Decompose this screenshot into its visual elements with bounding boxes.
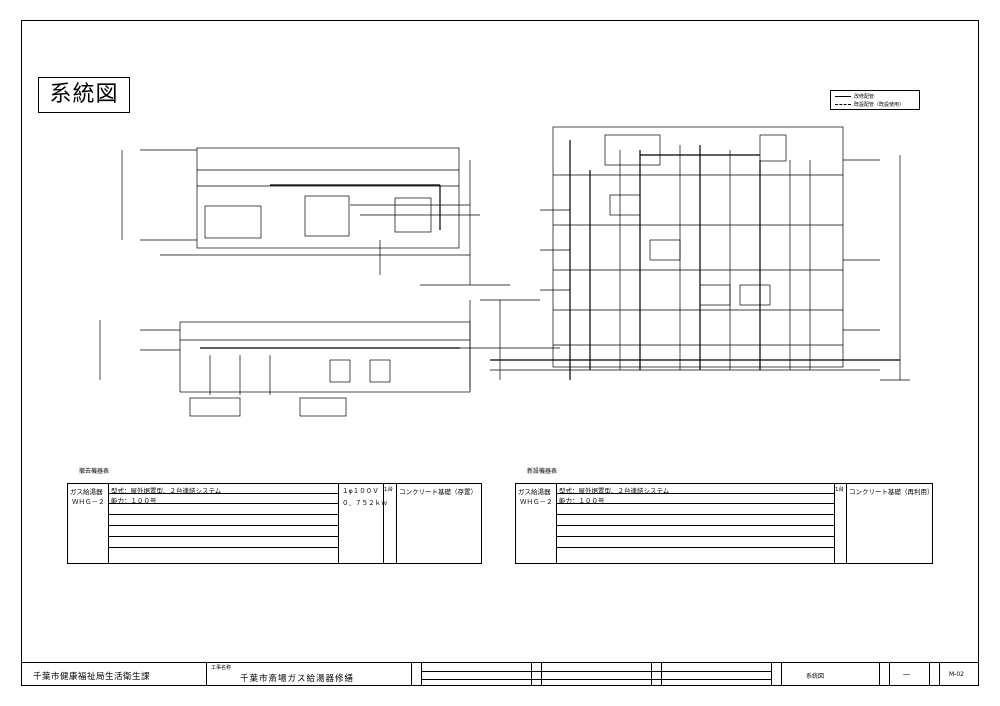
sheet-number: M-02 <box>949 671 964 678</box>
removed-name: ガス給湯器 <box>70 488 103 496</box>
new-qty: 1台 <box>835 487 844 493</box>
removed-equipment-table: ガス給湯器 ＷＨＧ－２ 型式：屋外据置型、２台連結システム 能力：１００号 １φ… <box>67 483 482 564</box>
removed-power: １φ１００Ｖ <box>342 487 379 495</box>
drawing-title: 系統図 <box>38 77 130 113</box>
legend-row-existing: 改修配管 <box>835 93 874 100</box>
removed-code: ＷＨＧ－２ <box>72 498 105 506</box>
organization-name: 千葉市健康福祉局生活衛生課 <box>33 672 151 682</box>
removed-table-caption: 撤去機器表 <box>79 468 110 475</box>
new-capacity: 能力：１００号 <box>559 497 605 505</box>
removed-kw: ０．７５２ｋｗ <box>342 499 388 507</box>
title-block: 千葉市健康福祉局生活衛生課 工事名称 千葉市斎場ガス給湯器修繕 系統図 ― M-… <box>21 662 979 686</box>
removed-type: 型式：屋外据置型、２台連結システム <box>111 487 222 495</box>
new-code: ＷＨＧ－２ <box>520 498 553 506</box>
new-type: 型式：屋外据置型、２台連結システム <box>559 487 670 495</box>
drawing-name: 系統図 <box>806 673 825 680</box>
removed-capacity: 能力：１００号 <box>111 497 157 505</box>
new-note: コンクリート基礎（再利用） <box>849 488 934 496</box>
project-label: 工事名称 <box>211 665 232 671</box>
legend: 改修配管 既設配管（既設使用） <box>830 90 920 110</box>
removed-qty: 1台 <box>384 487 393 493</box>
scale: ― <box>903 670 910 678</box>
drawing-frame <box>21 20 979 686</box>
new-equipment-table: ガス給湯器 ＷＨＧ－２ 型式：屋外据置型、２台連結システム 能力：１００号 1台… <box>515 483 934 564</box>
legend-row-reuse: 既設配管（既設使用） <box>835 101 904 108</box>
project-name: 千葉市斎場ガス給湯器修繕 <box>226 672 369 686</box>
removed-note: コンクリート基礎（存置） <box>399 488 477 496</box>
new-name: ガス給湯器 <box>518 488 551 496</box>
new-table-caption: 新設機器表 <box>527 468 558 475</box>
